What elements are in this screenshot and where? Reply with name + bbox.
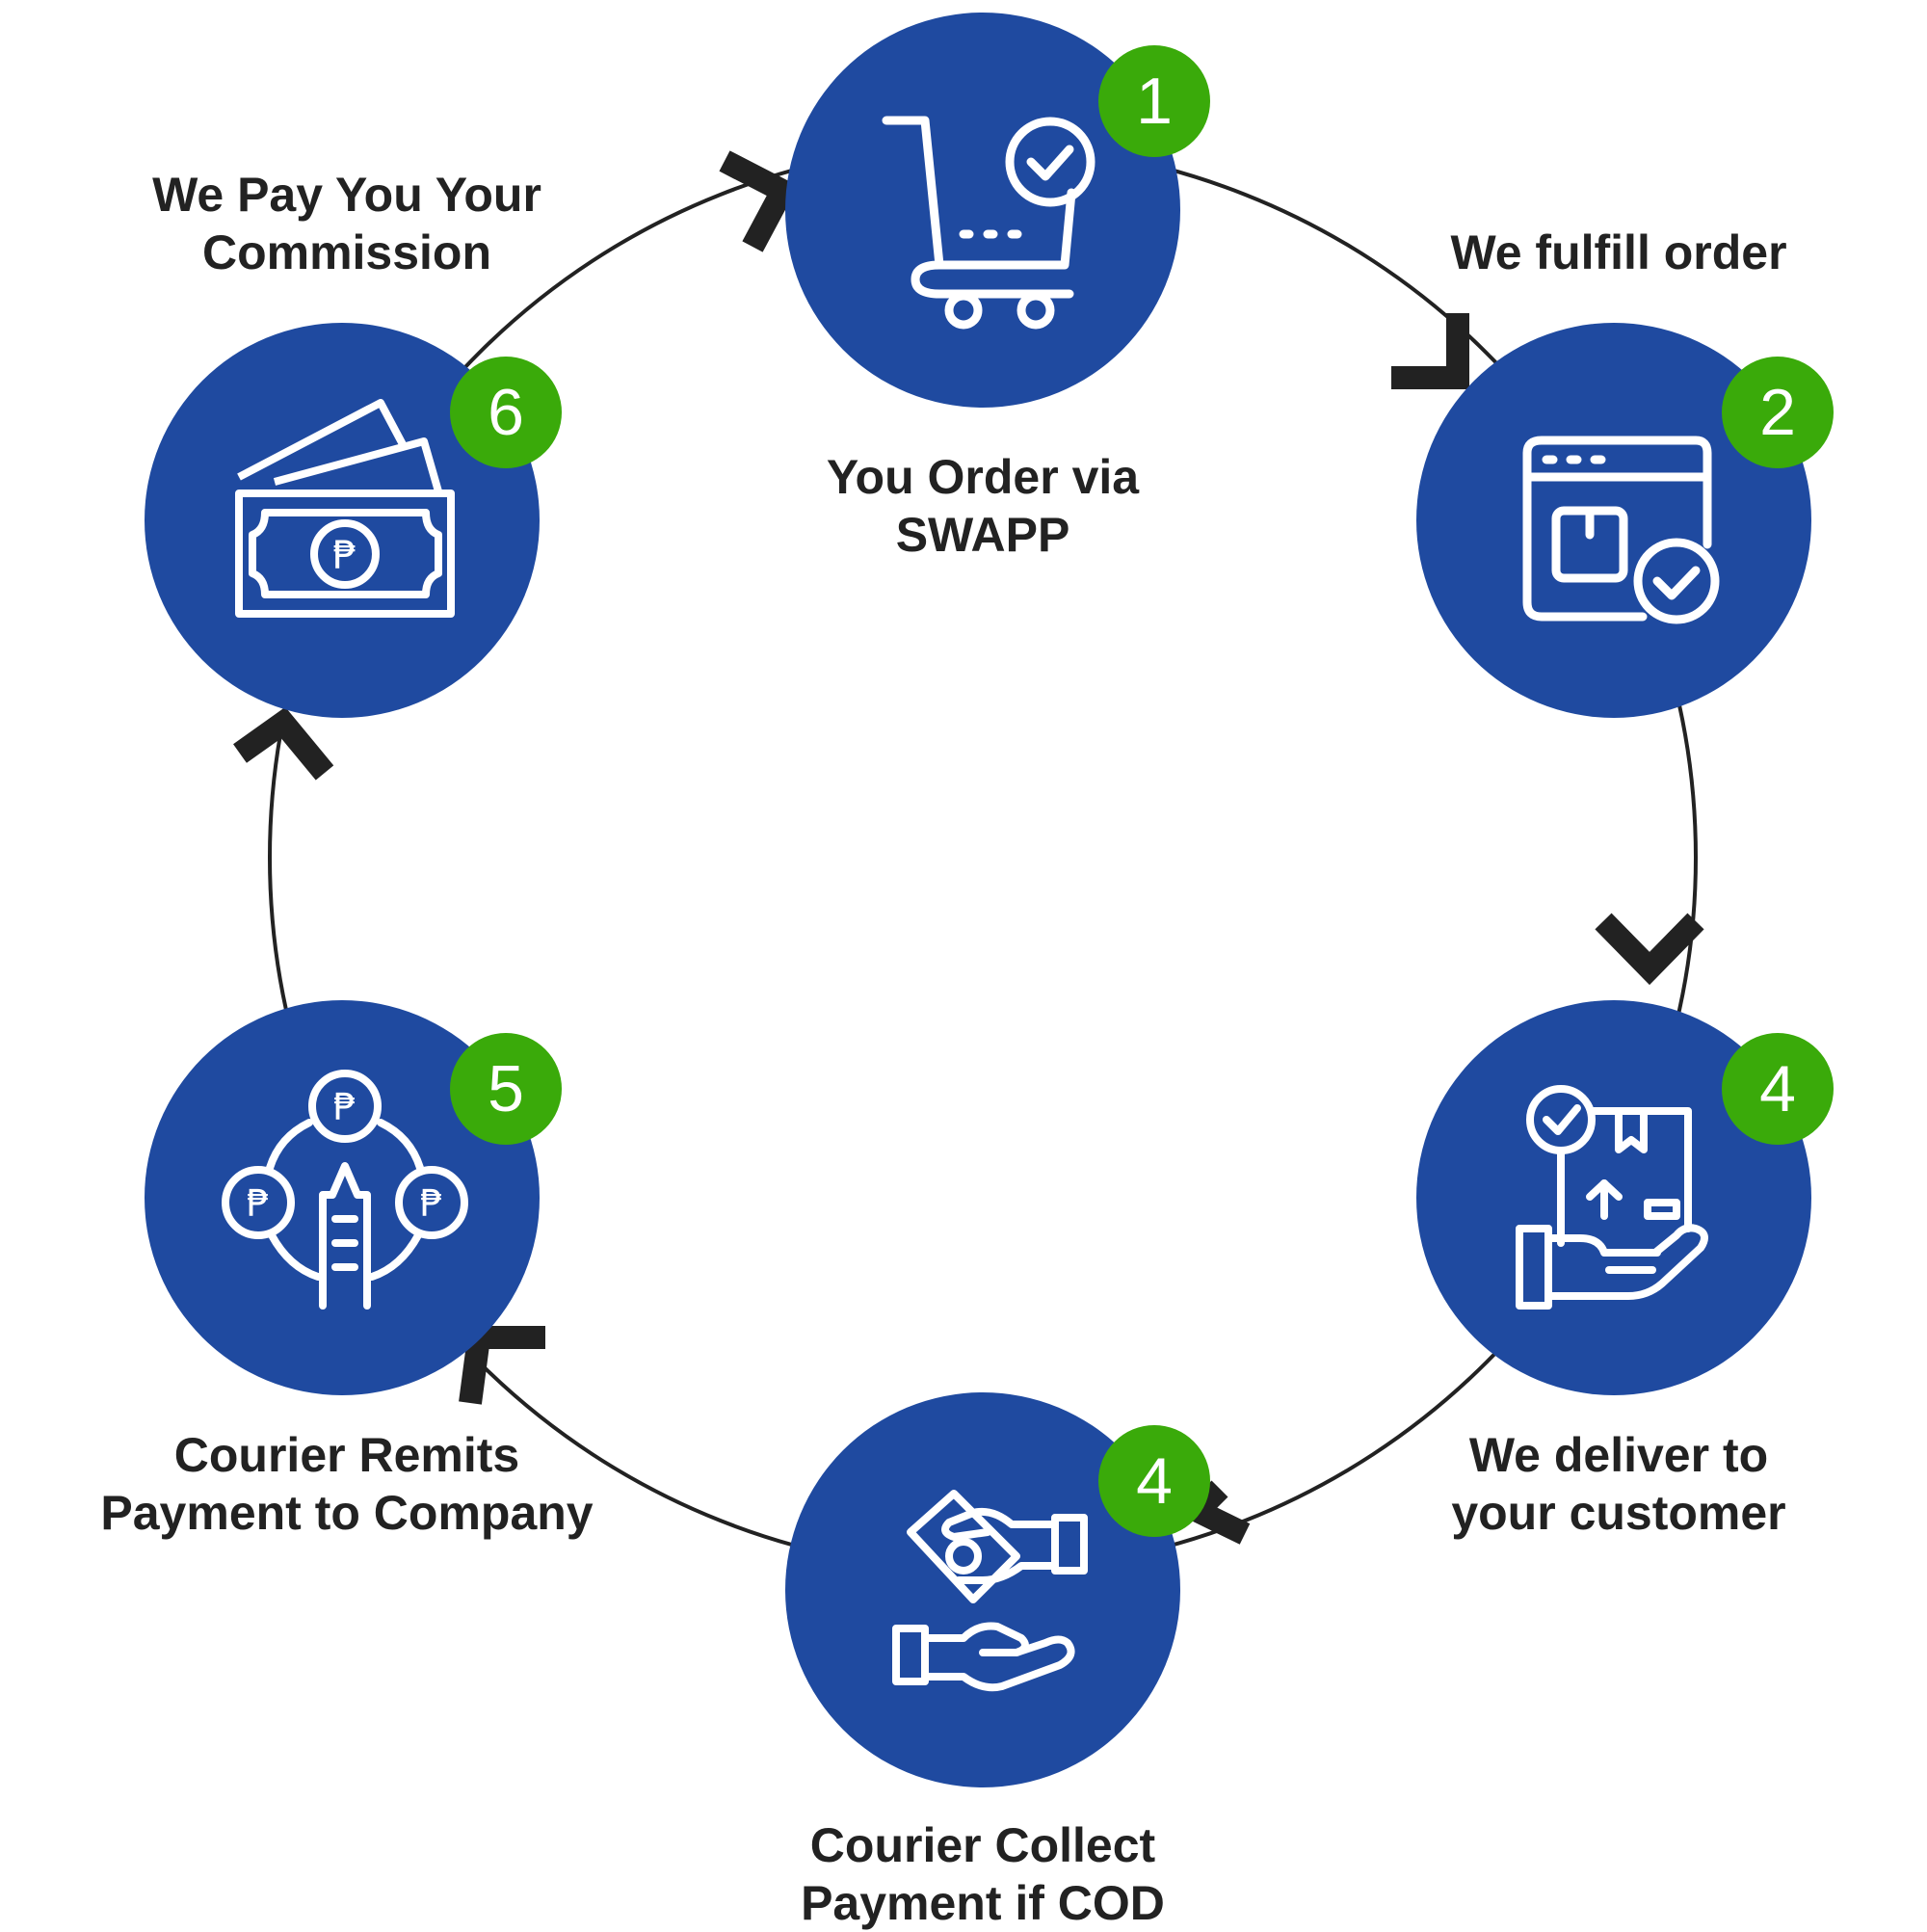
peso-banknotes-icon: ₱ [235, 399, 455, 618]
step-circle [145, 1000, 540, 1395]
svg-text:₱: ₱ [333, 1086, 356, 1128]
step-4-node: 4 [785, 1392, 1210, 1787]
arrow-4-to-5 [459, 1326, 545, 1405]
hand-delivering-box-icon [1516, 1085, 1708, 1310]
step-5-label: Courier Remits Payment to Company [100, 1428, 594, 1540]
step-2-label: We fulfill order [1450, 225, 1787, 279]
step-circle [1416, 323, 1811, 718]
step-number: 4 [1136, 1444, 1173, 1518]
step-4-label: Courier Collect Payment if COD [801, 1818, 1165, 1930]
step-number: 5 [488, 1052, 524, 1125]
step-badge [1722, 357, 1834, 468]
arrow-5-to-6 [233, 706, 334, 781]
cash-handover-icon [892, 1490, 1088, 1692]
arrow-1-to-2 [1391, 313, 1469, 389]
svg-text:₱: ₱ [332, 534, 356, 578]
step-number: 4 [1759, 1052, 1796, 1125]
arrows [233, 150, 1704, 1545]
step-number: 2 [1759, 376, 1796, 449]
shopping-cart-check-icon [882, 116, 1095, 330]
step-1-node: 1 [785, 13, 1210, 408]
step-1-label: You Order via SWAPP [826, 450, 1140, 562]
step-badge [1722, 1033, 1834, 1145]
step-circle [1416, 1000, 1811, 1395]
step-badge [450, 357, 562, 468]
package-window-check-icon [1522, 436, 1720, 624]
svg-text:₱: ₱ [420, 1182, 443, 1225]
step-6-label: We Pay You Your Commission [152, 168, 541, 279]
step-2-node: 2 [1416, 323, 1834, 718]
building-peso-coins-icon: ₱ ₱ ₱ [222, 1070, 468, 1310]
step-badge [1098, 45, 1210, 157]
step-circle [785, 13, 1180, 408]
arrow-6-to-1 [719, 150, 799, 252]
step-badge [450, 1033, 562, 1145]
svg-text:₱: ₱ [247, 1182, 270, 1225]
step-5-node: ₱ ₱ ₱ 5 [145, 1000, 562, 1395]
step-6-node: ₱ 6 [145, 323, 562, 718]
step-number: 1 [1136, 65, 1173, 138]
step-badge [1098, 1425, 1210, 1537]
step-3-label: We deliver to your customer [1451, 1428, 1786, 1540]
arrow-2-to-3 [1595, 913, 1704, 986]
step-number: 6 [488, 376, 524, 449]
step-3-node: 4 [1416, 1000, 1834, 1395]
